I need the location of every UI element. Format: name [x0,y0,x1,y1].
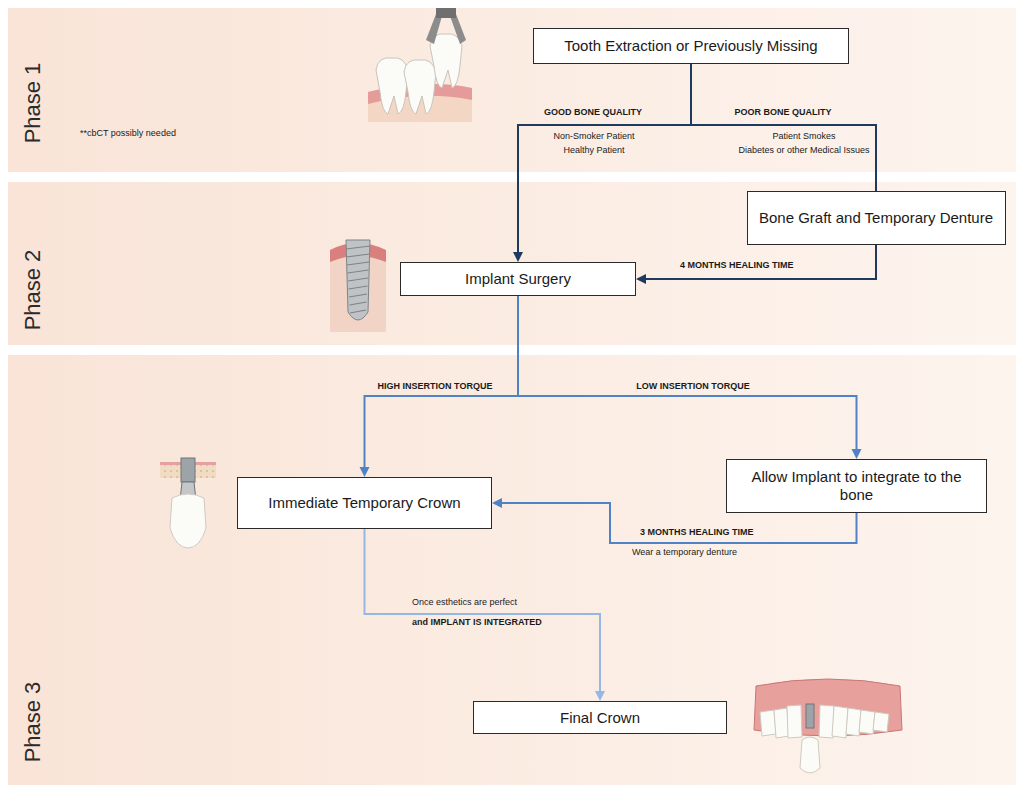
connector-line [365,296,519,469]
box-text: Immediate Temporary Crown [260,494,468,512]
arrowhead [852,449,862,459]
arrowhead [636,274,646,284]
flow-connector [518,296,862,459]
box-text: Final Crown [552,709,648,727]
process-box: Tooth Extraction or Previously Missing [533,28,849,64]
process-box: Allow Implant to integrate to the bone [726,459,987,513]
box-text: Bone Graft and Temporary Denture [751,209,1001,227]
connector-line [691,64,876,191]
process-box: Immediate Temporary Crown [237,477,492,529]
arrowhead [492,498,502,508]
process-box: Implant Surgery [400,262,636,296]
phase-label: Phase 2 [20,250,46,331]
edge-label: HIGH INSERTION TORQUE [378,381,493,392]
note-text: Diabetes or other Medical Issues [738,145,869,156]
phase-label: Phase 3 [20,682,46,763]
box-text: Allow Implant to integrate to the bone [727,468,986,504]
flow-connector [365,529,606,701]
box-text: Tooth Extraction or Previously Missing [556,37,825,55]
implant-illustration [330,240,386,332]
connector-line [518,64,691,254]
phase-label: Phase 1 [20,63,46,144]
note-text: Patient Smokes [772,131,835,142]
note-text: Non-Smoker Patient [553,131,634,142]
phase-band: Phase 2 Bone Graft and Temporary DentureI… [8,182,1016,345]
flow-connector [360,296,519,477]
connector-line [518,296,857,451]
process-box: Final Crown [473,701,727,734]
flow-connector [691,64,876,191]
edge-label: Once esthetics are perfect [412,597,517,608]
flow-connector [513,64,691,262]
arrowhead [595,691,605,701]
connector-line [644,245,876,279]
note-text: **cbCT possibly needed [80,128,176,139]
dental-arch-illustration [754,679,902,773]
edge-label: 4 MONTHS HEALING TIME [680,260,794,271]
edge-label: GOOD BONE QUALITY [544,107,642,118]
extraction-illustration [368,8,472,122]
note-text: and IMPLANT IS INTEGRATED [412,617,542,628]
note-text: Healthy Patient [563,145,624,156]
note-text: Wear a temporary denture [632,547,737,558]
connector-line [500,503,857,543]
arrowhead [360,467,370,477]
connector-line [365,529,601,693]
edge-label: POOR BONE QUALITY [734,107,831,118]
crown-illustration [160,458,216,548]
arrowhead [513,252,523,262]
flow-connector [492,498,857,543]
edge-label: LOW INSERTION TORQUE [636,381,749,392]
box-text: Implant Surgery [457,270,579,288]
edge-label: 3 MONTHS HEALING TIME [640,527,754,538]
flow-connector [636,245,876,284]
process-box: Bone Graft and Temporary Denture [747,191,1006,245]
